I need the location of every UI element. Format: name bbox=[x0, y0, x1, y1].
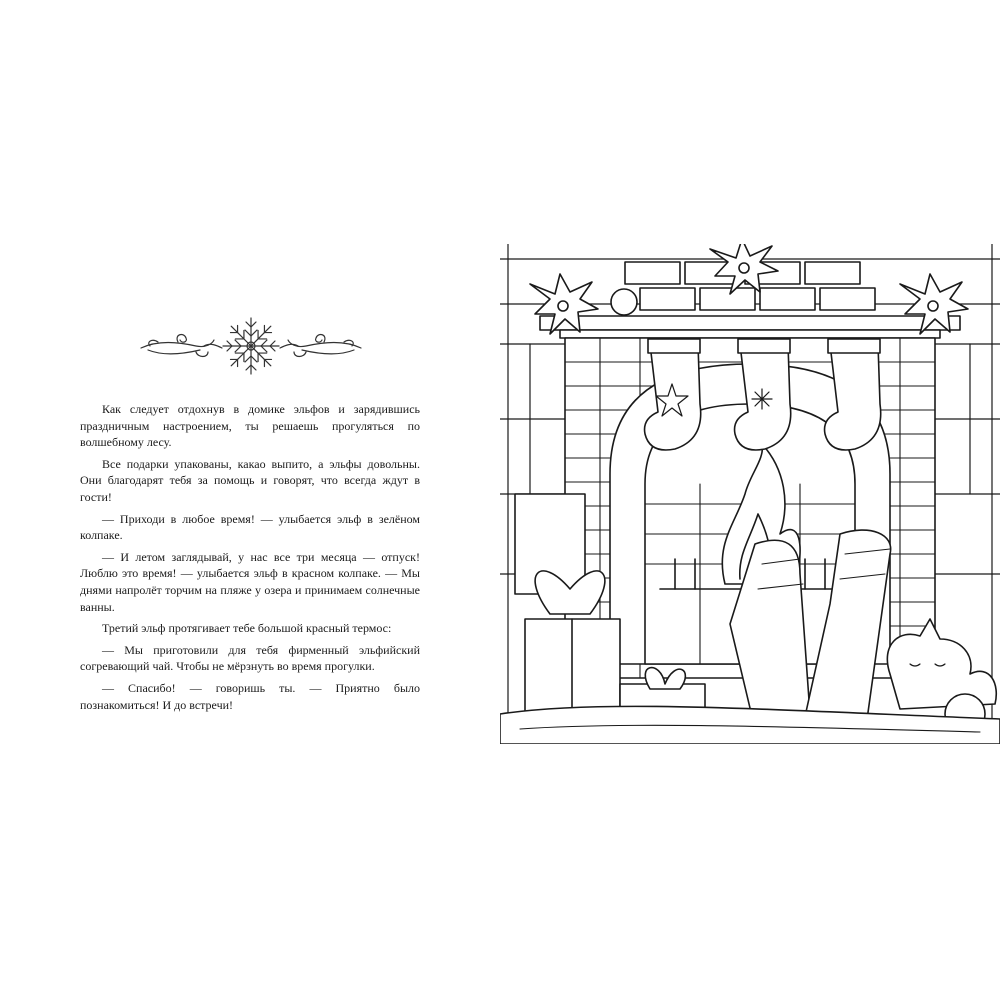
paragraph: Третий эльф протягивает тебе большой кра… bbox=[102, 621, 392, 636]
paragraph: — Спасибо! — говоришь ты. — Приятно было… bbox=[80, 680, 420, 712]
paragraph: — Мы приготовили для тебя фирменный эльф… bbox=[80, 642, 420, 674]
paragraph: Все подарки упакованы, какао выпито, а э… bbox=[80, 456, 420, 504]
paragraph: — Приходи в любое время! — улыбается эль… bbox=[80, 511, 420, 543]
fireplace-coloring-illustration bbox=[500, 244, 1000, 744]
paragraph: Как следует отдохнув в домике эльфов и з… bbox=[80, 402, 420, 450]
snowflake-flourish-icon bbox=[138, 312, 364, 380]
paragraph: — И летом заглядывай, у нас все три меся… bbox=[80, 549, 420, 614]
story-text: Как следует отдохнув в домике эльфов и з… bbox=[80, 401, 420, 718]
